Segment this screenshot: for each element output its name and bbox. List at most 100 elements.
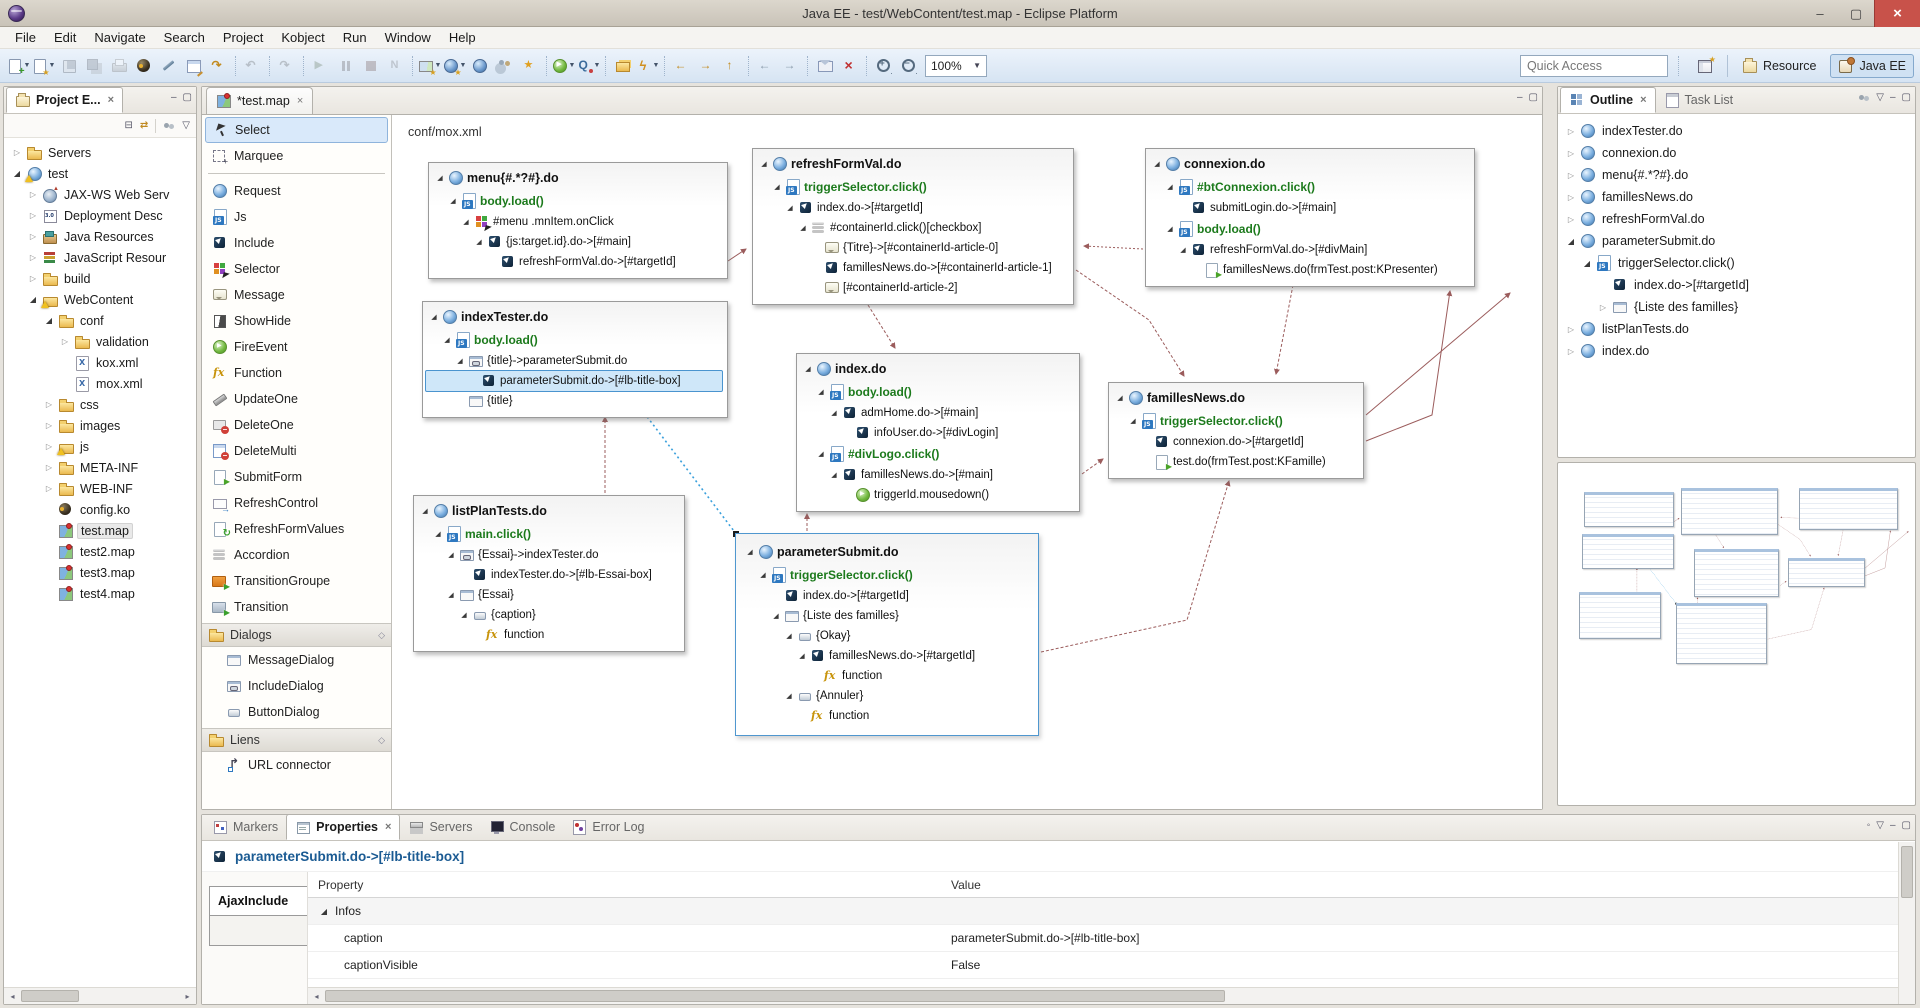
palette-item-refreshcontrol[interactable]: RefreshControl [202, 490, 391, 516]
view-menu-dots-icon[interactable] [1858, 94, 1870, 102]
node-refreshformval[interactable]: ◢refreshFormVal.do◢triggerSelector.click… [752, 148, 1074, 305]
expander-icon[interactable]: ◢ [437, 175, 443, 182]
outline-item-liste-des-familles[interactable]: ▷{Liste des familles} [1558, 296, 1915, 318]
expander-icon[interactable]: ◢ [461, 612, 467, 619]
terminate-button[interactable] [358, 53, 383, 78]
expander-icon[interactable]: ▷ [29, 253, 37, 262]
close-view-icon[interactable]: × [385, 821, 392, 833]
ajaxinclude-tab[interactable]: AjaxInclude [209, 886, 307, 916]
palette-item-transitiongroupe[interactable]: TransitionGroupe [202, 568, 391, 594]
palette-item-selector[interactable]: Selector [202, 256, 391, 282]
link-with-editor-icon[interactable]: ⇄ [139, 120, 149, 131]
node-row-function[interactable]: function [742, 706, 1030, 726]
tree-item-css[interactable]: ▷css [4, 394, 196, 415]
tab-error-log[interactable]: Error Log [563, 814, 652, 840]
outline-item-parametersubmit-do[interactable]: ◢parameterSubmit.do [1558, 230, 1915, 252]
node-row-liste-des-familles[interactable]: ◢{Liste des familles} [742, 606, 1030, 626]
node-row-caption[interactable]: ◢{caption} [417, 605, 679, 625]
expander-icon[interactable]: ▷ [13, 148, 21, 157]
tree-item-js[interactable]: ▷js [4, 436, 196, 457]
minimap[interactable] [1561, 466, 1912, 802]
outline-item-index-do[interactable]: ▷index.do [1558, 340, 1915, 362]
node-row-submitlogin-do-main[interactable]: submitLogin.do->[#main] [1149, 198, 1469, 218]
node-row-refreshformval-do[interactable]: ◢refreshFormVal.do [756, 152, 1068, 176]
node-index[interactable]: ◢index.do◢body.load()◢admHome.do->[#main… [796, 353, 1080, 512]
tree-item-config-ko[interactable]: config.ko [4, 499, 196, 520]
perspective-javaee-button[interactable]: Java EE [1830, 53, 1914, 78]
node-row-refreshformval-do-divmain[interactable]: ◢refreshFormVal.do->[#divMain] [1149, 240, 1469, 260]
save-button[interactable] [56, 53, 81, 78]
dropdown-arrow-icon[interactable]: ▼ [459, 62, 467, 69]
project-explorer-tab[interactable]: Project E... × [6, 87, 124, 113]
menu-run[interactable]: Run [342, 30, 367, 45]
palette-item-marquee[interactable]: Marquee [202, 143, 391, 169]
maximize-editor-icon[interactable]: ▢ [1528, 92, 1538, 103]
back-button[interactable] [669, 53, 694, 78]
palette-item-messagedialog[interactable]: MessageDialog [202, 647, 391, 673]
palette-item-request[interactable]: Request [202, 178, 391, 204]
expander-icon[interactable]: ▷ [45, 400, 53, 409]
tab-servers[interactable]: Servers [400, 814, 480, 840]
expander-icon[interactable]: ◢ [799, 653, 805, 660]
palette-item-showhide[interactable]: ShowHide [202, 308, 391, 334]
node-row-indextester-do-lb-essai-box[interactable]: indexTester.do->[#lb-Essai-box] [417, 565, 679, 585]
dropdown-arrow-icon[interactable]: ▼ [23, 62, 31, 69]
menu-project[interactable]: Project [222, 30, 264, 45]
expander-icon[interactable]: ◢ [476, 239, 482, 246]
expander-icon[interactable]: ◢ [431, 314, 437, 321]
expander-icon[interactable]: ▷ [29, 232, 37, 241]
suspend-button[interactable] [333, 53, 358, 78]
expander-icon[interactable]: ▷ [1599, 302, 1607, 312]
outline-item-index-do-targetid[interactable]: index.do->[#targetId] [1558, 274, 1915, 296]
node-row-okay[interactable]: ◢{Okay} [742, 626, 1030, 646]
next-edit-button[interactable] [778, 53, 803, 78]
dropdown-arrow-icon[interactable]: ▼ [973, 61, 981, 70]
expander-icon[interactable]: ◢ [13, 169, 21, 178]
view-menu-icon[interactable]: ▽ [1876, 92, 1884, 103]
close-view-icon[interactable]: × [107, 94, 115, 106]
node-row-listplantests-do[interactable]: ◢listPlanTests.do [417, 499, 679, 523]
expander-icon[interactable]: ◢ [45, 316, 53, 325]
node-row-refreshformval-do-targetid[interactable]: refreshFormVal.do->[#targetId] [432, 252, 722, 272]
node-row-btconnexion-click[interactable]: ◢#btConnexion.click() [1149, 176, 1469, 198]
drawer-pin-icon[interactable]: ◇ [378, 734, 385, 745]
expander-icon[interactable]: ◢ [463, 219, 469, 226]
tree-item-mox-xml[interactable]: mox.xml [4, 373, 196, 394]
expander-icon[interactable]: ◢ [422, 508, 428, 515]
expander-icon[interactable]: ◢ [773, 613, 779, 620]
expander-icon[interactable]: ▷ [29, 190, 37, 199]
dropdown-arrow-icon[interactable]: ▼ [48, 62, 56, 69]
expander-icon[interactable]: ◢ [786, 633, 792, 640]
expander-icon[interactable]: ◢ [800, 225, 806, 232]
expander-icon[interactable]: ◢ [448, 592, 454, 599]
palette-item-deletemulti[interactable]: DeleteMulti [202, 438, 391, 464]
expander-icon[interactable]: ◢ [29, 295, 37, 304]
node-row-famillesnews-do[interactable]: ◢famillesNews.do [1112, 386, 1358, 410]
expander-icon[interactable]: ◢ [1167, 226, 1173, 233]
expander-icon[interactable]: ◢ [818, 389, 824, 396]
link-hook-button[interactable] [206, 53, 231, 78]
tree-item-java-resources[interactable]: ▷Java Resources [4, 226, 196, 247]
tree-item-deployment-desc[interactable]: ▷Deployment Desc [4, 205, 196, 226]
expander-icon[interactable]: ◢ [1180, 247, 1186, 254]
palette-item-transition[interactable]: Transition [202, 594, 391, 620]
menu-edit[interactable]: Edit [53, 30, 77, 45]
menu-search[interactable]: Search [163, 30, 205, 45]
node-row-indextester-do[interactable]: ◢indexTester.do [426, 305, 722, 329]
resume-button[interactable] [308, 53, 333, 78]
expander-icon[interactable]: ◢ [805, 366, 811, 373]
expander-icon[interactable]: ▷ [1567, 214, 1575, 224]
node-famillesnews[interactable]: ◢famillesNews.do◢triggerSelector.click()… [1108, 382, 1364, 479]
node-row-parametersubmit-do[interactable]: ◢parameterSubmit.do [742, 540, 1030, 564]
property-hscrollbar[interactable]: ◂ [308, 987, 1898, 1004]
dropdown-arrow-icon[interactable]: ▼ [593, 62, 601, 69]
edit-table-button[interactable] [181, 53, 206, 78]
expander-icon[interactable]: ◢ [774, 184, 780, 191]
expander-icon[interactable]: ◢ [450, 198, 456, 205]
node-row-titre-containerid-article-0[interactable]: {Titre}->[#containerId-article-0] [756, 238, 1068, 258]
expander-icon[interactable]: ◢ [457, 358, 463, 365]
annotate-button[interactable] [156, 53, 181, 78]
expander-icon[interactable]: ◢ [444, 337, 450, 344]
run-button[interactable]: ▼ [551, 53, 576, 78]
expander-icon[interactable]: ◢ [760, 572, 766, 579]
